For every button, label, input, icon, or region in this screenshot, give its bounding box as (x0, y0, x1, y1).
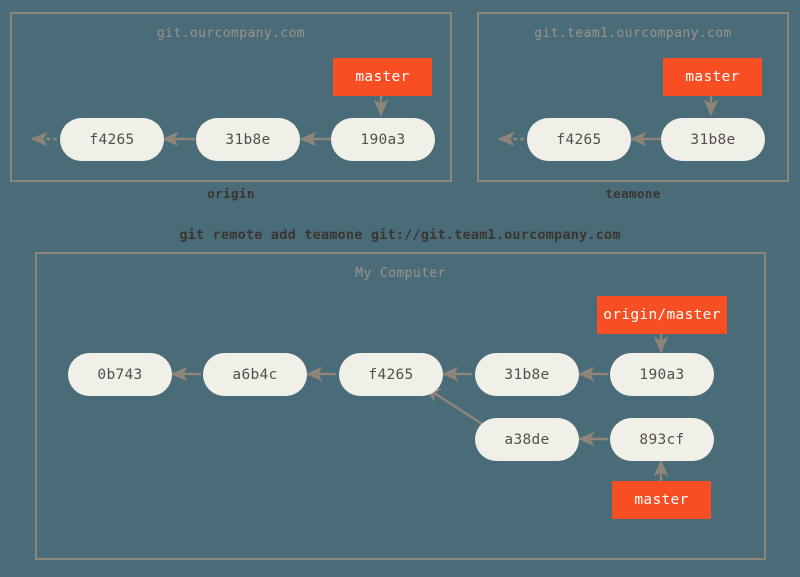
panel-teamone-caption: teamone (605, 186, 661, 201)
commit-node[interactable]: 31b8e (196, 118, 300, 161)
command-text: git remote add teamone git://git.team1.o… (179, 227, 621, 243)
commit-node[interactable]: 190a3 (331, 118, 435, 161)
commit-node[interactable]: 31b8e (661, 118, 765, 161)
commit-node[interactable]: f4265 (527, 118, 631, 161)
panel-origin: git.ourcompany.com (10, 12, 452, 182)
panel-teamone: git.team1.ourcompany.com (477, 12, 789, 182)
commit-node[interactable]: 190a3 (610, 353, 714, 396)
panel-origin-server-title: git.ourcompany.com (156, 26, 306, 41)
panel-my-computer-title: My Computer (355, 266, 446, 281)
commit-node[interactable]: f4265 (60, 118, 164, 161)
ref-label-origin-master[interactable]: origin/master (597, 296, 727, 334)
ref-label-master[interactable]: master (663, 58, 762, 96)
ref-label-master[interactable]: master (612, 481, 711, 519)
commit-node[interactable]: a38de (475, 418, 579, 461)
commit-node[interactable]: 31b8e (475, 353, 579, 396)
commit-node[interactable]: f4265 (339, 353, 443, 396)
panel-origin-caption: origin (207, 186, 255, 201)
panel-my-computer: My Computer (35, 252, 766, 560)
ref-label-master[interactable]: master (333, 58, 432, 96)
panel-teamone-server-title: git.team1.ourcompany.com (534, 26, 732, 41)
commit-node[interactable]: a6b4c (203, 353, 307, 396)
commit-node[interactable]: 0b743 (68, 353, 172, 396)
commit-node[interactable]: 893cf (610, 418, 714, 461)
